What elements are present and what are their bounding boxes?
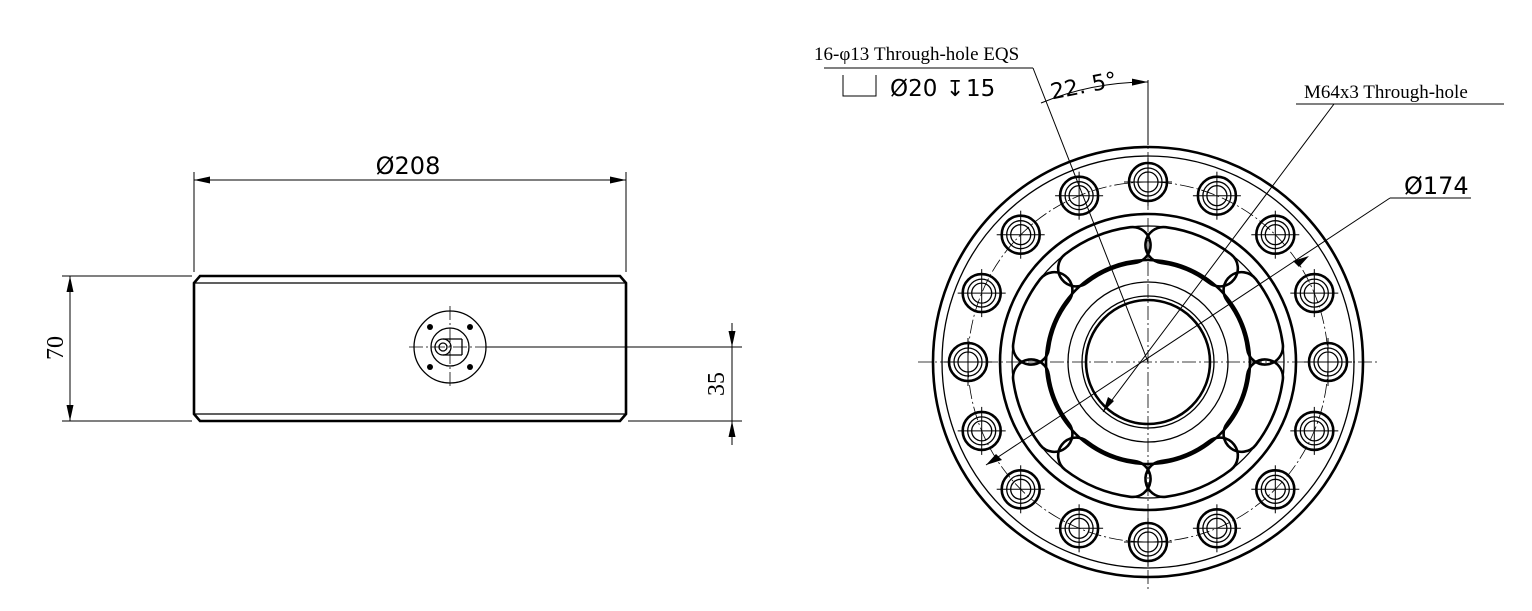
connector: [409, 306, 491, 388]
bolt-hole: [1290, 406, 1339, 455]
height-70-dimension: 70: [43, 275, 192, 422]
bolt-hole: [996, 465, 1045, 514]
height-70-label: 70: [43, 336, 69, 360]
bolt-hole: [1192, 171, 1241, 220]
thread-note-text: M64x3 Through-hole: [1304, 82, 1468, 103]
thread-callout: M64x3 Through-hole: [1102, 82, 1504, 413]
diameter-174-leader-line: [985, 197, 1391, 466]
slot-pocket: [1222, 358, 1285, 454]
side-view-body-outline: [192, 274, 628, 423]
diameter-208-label: Ø208: [376, 152, 441, 180]
hole-leader-line: [1032, 67, 1149, 363]
slot-pockets: [1011, 225, 1285, 499]
diameter-174-dimension: Ø174: [985, 172, 1471, 466]
bolt-hole: [957, 269, 1006, 318]
hole-callout: 16-φ13 Through-hole EQS Ø20 ↧ 15: [814, 44, 1149, 363]
counterbore-diameter-text: Ø20: [890, 76, 937, 102]
diameter-208-dimension: Ø208: [193, 152, 627, 272]
front-view: 16-φ13 Through-hole EQS Ø20 ↧ 15 22. 5° …: [814, 44, 1504, 592]
offset-35-label: 35: [704, 372, 730, 396]
slot-pocket: [1222, 270, 1285, 366]
slot-pocket: [1056, 436, 1152, 499]
bolt-hole: [1251, 210, 1300, 259]
bolt-hole: [957, 406, 1006, 455]
bolt-hole: [1055, 504, 1104, 553]
bolt-hole: [1055, 171, 1104, 220]
bolt-holes: [944, 158, 1352, 566]
slot-pocket: [1144, 436, 1240, 499]
bolt-hole: [996, 210, 1045, 259]
slot-pocket: [1144, 225, 1240, 288]
hole-note-text: 16-φ13 Through-hole EQS: [814, 44, 1019, 65]
depth-value-text: 15: [966, 76, 995, 102]
counterbore-symbol: [842, 75, 877, 97]
bolt-hole: [1251, 465, 1300, 514]
side-view: Ø208 70 35: [43, 152, 742, 445]
bolt-hole: [1290, 269, 1339, 318]
slot-pocket: [1011, 270, 1074, 366]
slot-pocket: [1056, 225, 1152, 288]
depth-symbol-icon: ↧: [946, 77, 964, 102]
thread-leader-line: [1102, 103, 1335, 413]
slot-pocket: [1011, 358, 1074, 454]
angle-22-5-label: 22. 5°: [1048, 68, 1119, 105]
offset-35-dimension: 35: [486, 323, 742, 445]
angle-dimension: 22. 5°: [1040, 68, 1149, 145]
bolt-hole: [1192, 504, 1241, 553]
diameter-174-label: Ø174: [1404, 172, 1469, 200]
